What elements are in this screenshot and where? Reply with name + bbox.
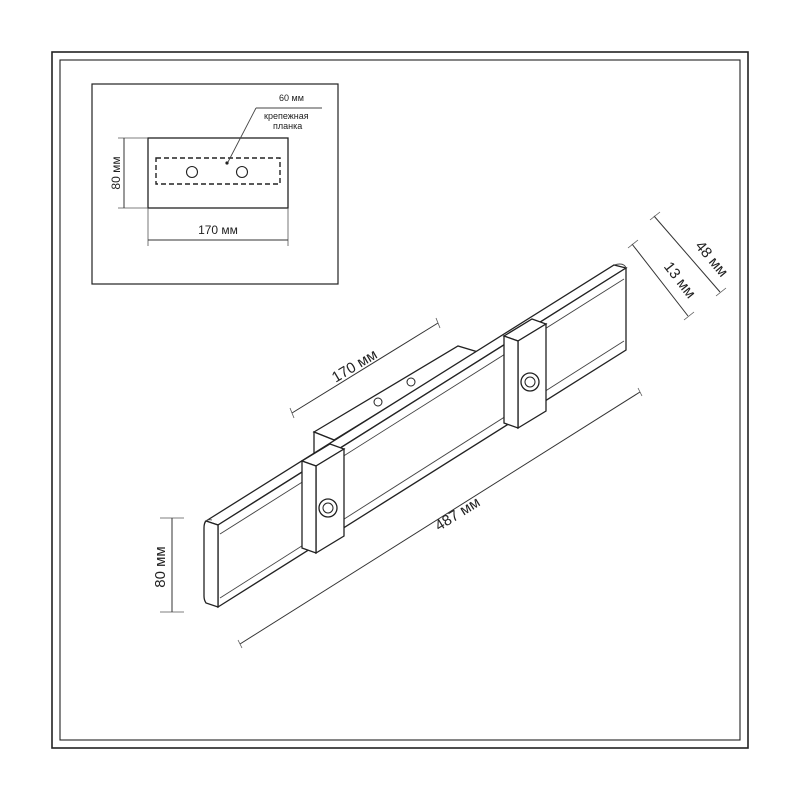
inset-frame — [91, 83, 339, 285]
dim-height: 80 мм — [152, 517, 184, 613]
inset-dim-mount: 60 мм — [279, 93, 304, 103]
inset-hole-left — [185, 165, 199, 179]
inset-front-view: 60 мм крепежная планка 80 мм 170 мм — [91, 83, 339, 285]
main-dim-depth: 48 мм — [692, 238, 732, 281]
main-dim-length: 487 мм — [432, 494, 483, 535]
page-frame — [51, 51, 749, 749]
inset-plate — [147, 137, 289, 209]
clip-right — [502, 318, 548, 430]
inset-center-dot — [225, 161, 229, 165]
light-panel — [203, 263, 628, 609]
clip-left — [300, 443, 346, 555]
main-dim-height: 80 мм — [152, 546, 169, 587]
base-hole-2 — [406, 377, 416, 387]
inset-mount-label-2: планка — [273, 121, 302, 131]
inset-dim-height: 80 мм — [109, 156, 123, 189]
main-dim-base: 170 мм — [329, 346, 380, 386]
inset-mount-label-1: крепежная — [264, 111, 309, 121]
inset-dim-width: 170 мм — [198, 223, 238, 237]
fixture-isometric-view: 170 мм 487 мм 80 мм 48 мм 13 — [152, 211, 732, 649]
base-hole-1 — [373, 397, 383, 407]
inset-hole-right — [235, 165, 249, 179]
inset-mount-bar — [155, 157, 281, 185]
main-dim-thickness: 13 мм — [660, 259, 699, 302]
dim-thickness: 13 мм — [627, 239, 699, 321]
